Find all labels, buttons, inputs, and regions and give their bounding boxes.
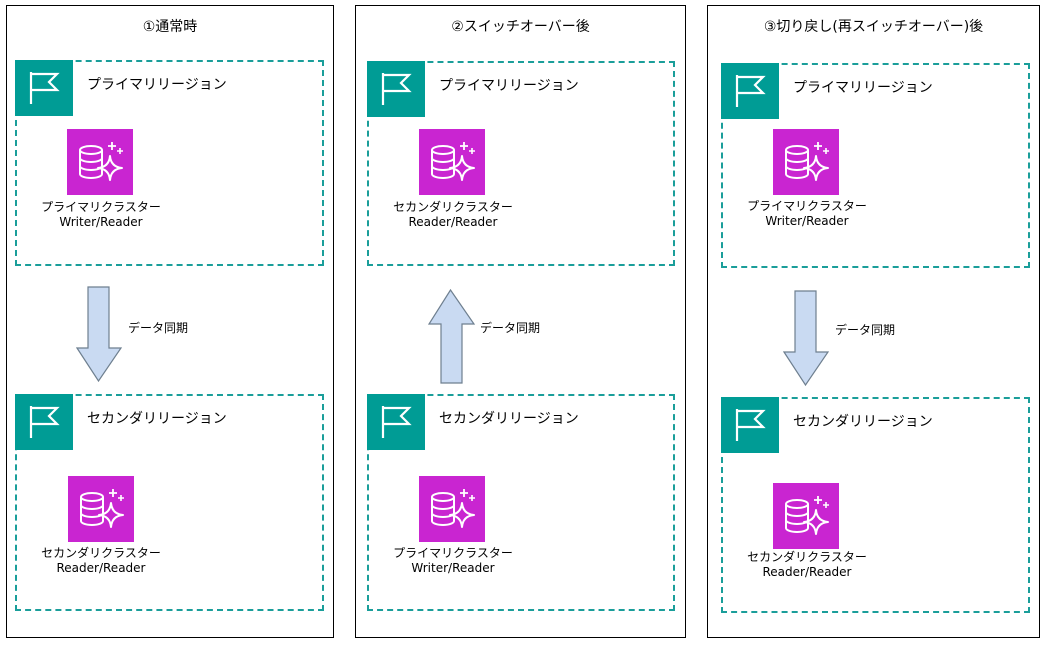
region-flag-icon xyxy=(721,397,779,453)
cluster-name: セカンダリクラスター xyxy=(393,200,513,214)
sync-arrow-down xyxy=(76,286,123,383)
secondary-region: セカンダリリージョン プライマリクラスター Writer/Reader xyxy=(367,394,675,611)
cluster-role: Reader/Reader xyxy=(408,215,498,229)
cluster-name: プライマリクラスター xyxy=(41,200,161,214)
panel-title: ②スイッチオーバー後 xyxy=(451,19,590,35)
panel-switchover: ②スイッチオーバー後 プライマリリージョン セカンダリクラスター Reader/… xyxy=(355,5,686,638)
aurora-db-icon xyxy=(419,476,485,542)
primary-region: プライマリリージョン プライマリクラスター Writer/Reader xyxy=(15,60,324,266)
region-label: プライマリリージョン xyxy=(87,77,227,93)
cluster-role: Writer/Reader xyxy=(59,215,143,229)
region-label: プライマリリージョン xyxy=(439,78,579,94)
panel-title: ③切り戻し(再スイッチオーバー)後 xyxy=(763,19,984,35)
aurora-db-icon xyxy=(773,129,839,195)
region-label: セカンダリリージョン xyxy=(87,411,227,427)
cluster-label: プライマリクラスター Writer/Reader xyxy=(31,200,171,230)
sync-arrow-up xyxy=(428,288,476,384)
cluster-label: プライマリクラスター Writer/Reader xyxy=(383,546,523,576)
panel-title: ①通常時 xyxy=(142,19,198,35)
aurora-db-icon xyxy=(419,129,485,195)
panel-switchback: ③切り戻し(再スイッチオーバー)後 プライマリリージョン プライマリクラスター … xyxy=(707,5,1040,638)
cluster-name: セカンダリクラスター xyxy=(41,546,161,560)
region-flag-icon xyxy=(721,63,779,119)
cluster-label: セカンダリクラスター Reader/Reader xyxy=(383,200,523,230)
region-flag-icon xyxy=(15,60,73,116)
cluster-name: プライマリクラスター xyxy=(393,546,513,560)
cluster-role: Writer/Reader xyxy=(765,214,849,228)
region-label: セカンダリリージョン xyxy=(793,414,933,430)
aurora-db-icon xyxy=(68,476,134,542)
secondary-region: セカンダリリージョン セカンダリクラスター Reader/Reader xyxy=(721,397,1030,613)
region-label: プライマリリージョン xyxy=(793,80,933,96)
cluster-label: プライマリクラスター Writer/Reader xyxy=(737,199,877,229)
sync-label: データ同期 xyxy=(480,321,541,335)
cluster-role: Reader/Reader xyxy=(56,561,146,575)
aurora-db-icon xyxy=(67,129,133,195)
cluster-label: セカンダリクラスター Reader/Reader xyxy=(737,550,877,580)
cluster-name: セカンダリクラスター xyxy=(747,550,867,564)
secondary-region: セカンダリリージョン セカンダリクラスター Reader/Reader xyxy=(15,394,324,611)
region-flag-icon xyxy=(367,61,425,117)
region-label: セカンダリリージョン xyxy=(439,411,579,427)
primary-region: プライマリリージョン セカンダリクラスター Reader/Reader xyxy=(367,61,675,266)
sync-arrow-down xyxy=(783,290,830,387)
cluster-name: プライマリクラスター xyxy=(747,199,867,213)
cluster-label: セカンダリクラスター Reader/Reader xyxy=(31,546,171,576)
region-flag-icon xyxy=(367,394,425,450)
region-flag-icon xyxy=(15,394,73,450)
aurora-db-icon xyxy=(773,483,839,549)
sync-label: データ同期 xyxy=(835,323,896,337)
primary-region: プライマリリージョン プライマリクラスター Writer/Reader xyxy=(721,63,1030,268)
sync-label: データ同期 xyxy=(128,321,189,335)
cluster-role: Reader/Reader xyxy=(762,565,852,579)
cluster-role: Writer/Reader xyxy=(411,561,495,575)
panel-normal: ①通常時 プライマリリージョン プライマリクラスター Writer/Reader… xyxy=(6,5,334,638)
